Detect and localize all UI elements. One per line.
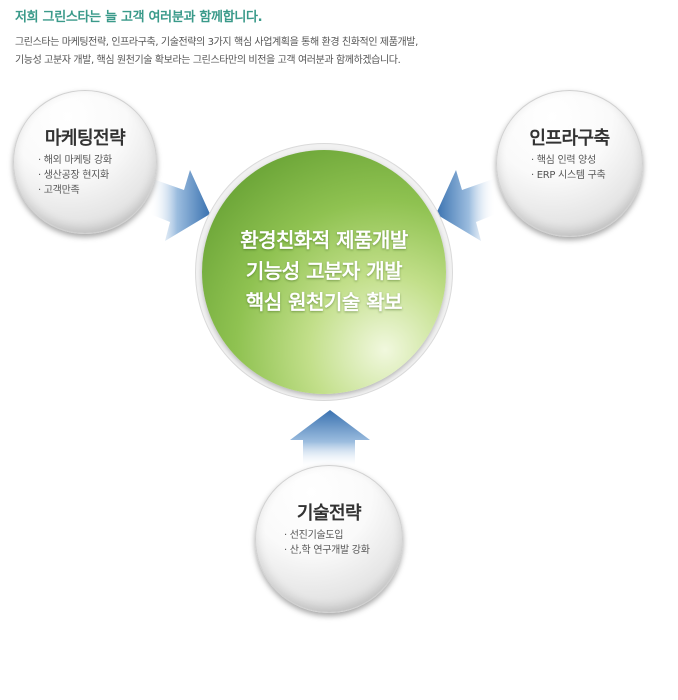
core-vision-text: 환경친화적 제품개발 기능성 고분자 개발 핵심 원천기술 확보 — [202, 225, 446, 318]
core-line-1: 환경친화적 제품개발 — [240, 228, 408, 252]
list-item: ERP 시스템 구축 — [531, 168, 606, 183]
marketing-title: 마케팅전략 — [44, 128, 126, 149]
list-item: 해외 마케팅 강화 — [38, 153, 112, 168]
list-item: 선진기술도입 — [284, 528, 370, 543]
arrow-up-icon — [290, 410, 370, 468]
core-line-3: 핵심 원천기술 확보 — [245, 290, 403, 314]
intro-text: 그린스타는 마케팅전략, 인프라구축, 기술전략의 3가지 핵심 사업계획을 통… — [15, 34, 418, 70]
list-item: 산,학 연구개발 강화 — [284, 543, 370, 558]
infra-items: 핵심 인력 양성 ERP 시스템 구축 — [531, 153, 606, 183]
list-item: 핵심 인력 양성 — [531, 153, 605, 168]
core-line-2: 기능성 고분자 개발 — [245, 259, 403, 283]
infra-title: 인프라구축 — [529, 128, 610, 149]
intro-line-1: 그린스타는 마케팅전략, 인프라구축, 기술전략의 3가지 핵심 사업계획을 통… — [15, 37, 418, 48]
core-vision-circle: 환경친화적 제품개발 기능성 고분자 개발 핵심 원천기술 확보 — [202, 150, 446, 394]
tech-title: 기술전략 — [296, 503, 362, 524]
tech-items: 선진기술도입 산,학 연구개발 강화 — [284, 528, 370, 558]
infrastructure-bubble: 인프라구축 핵심 인력 양성 ERP 시스템 구축 — [496, 90, 643, 237]
marketing-strategy-bubble: 마케팅전략 해외 마케팅 강화 생산공장 현지화 고객만족 — [13, 90, 157, 234]
arrow-left-icon — [436, 170, 496, 241]
arrow-right-icon — [150, 170, 210, 241]
list-item: 고객만족 — [38, 183, 112, 198]
intro-line-2: 기능성 고분자 개발, 핵심 원천기술 확보라는 그린스타만의 비전을 고객 여… — [15, 55, 401, 66]
page-headline: 저희 그린스타는 늘 고객 여러분과 함께합니다. — [15, 10, 263, 25]
marketing-items: 해외 마케팅 강화 생산공장 현지화 고객만족 — [38, 153, 112, 198]
technology-strategy-bubble: 기술전략 선진기술도입 산,학 연구개발 강화 — [255, 465, 403, 613]
list-item: 생산공장 현지화 — [38, 168, 112, 183]
